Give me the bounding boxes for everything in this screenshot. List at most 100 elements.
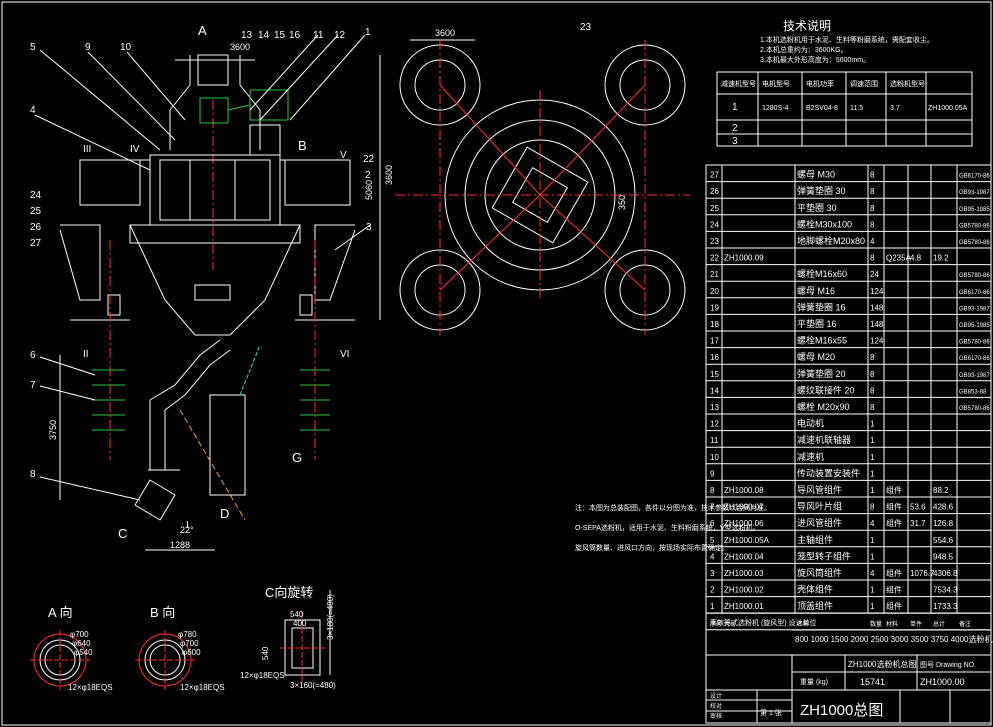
- callout-25: 25: [30, 206, 42, 217]
- view-b-dim-3: φ600: [182, 648, 201, 657]
- bom-cell-std: GB6170-86: [959, 356, 990, 362]
- bom-cell-qty: 1: [870, 453, 875, 462]
- mark-iv: IV: [130, 144, 140, 155]
- bom-cell-w1: 4.8: [910, 254, 922, 263]
- title-weight: 15741: [860, 677, 885, 687]
- dimension-texts: 3600 5060 3600 3750 1288 3600 350 22°: [48, 28, 627, 550]
- title-company: 高效笼式选粉机 (旋风型) 设计单位: [710, 618, 817, 627]
- bom-cell-no: 2: [710, 586, 715, 595]
- callout-numbers: 1 2 3 4 5 6 7 8 9 10 11 12 13 14 15 16 2…: [30, 22, 592, 480]
- note-line-3: 旋风筒数量、进风口方向，按现场实际布置确定。: [575, 543, 729, 552]
- bom-cell-no: 5: [710, 536, 715, 545]
- view-c-dim-4: 3×180(=480): [326, 594, 335, 640]
- callout-14: 14: [258, 30, 270, 41]
- bom-cell-std: GB93-1987: [959, 190, 990, 196]
- bom-cell-mat: 组件: [886, 502, 902, 512]
- bom-header-cell: 序号: [710, 620, 722, 628]
- bom-cell-name: 减速机联轴器: [797, 434, 851, 445]
- bom-cell-qty: 1: [870, 552, 875, 561]
- bom-cell-qty: 124: [870, 287, 884, 296]
- bom-cell-code: ZH1000.05A: [724, 536, 770, 545]
- bom-cell-name: 螺母 M16: [797, 286, 835, 296]
- bom-cell-name: 导风叶片组: [797, 501, 842, 512]
- bom-cell-qty: 148: [870, 320, 884, 329]
- bom-cell-name: 平垫圈 30: [797, 202, 837, 213]
- bom-header-cell: 材料: [886, 620, 898, 628]
- motor-row-1-c3: 11.5: [850, 105, 863, 112]
- bom-cell-name: 进风管组件: [797, 517, 842, 528]
- bom-cell-w2: 88.2: [933, 486, 949, 495]
- bom-cell-mat: 组件: [886, 568, 902, 578]
- bom-cell-no: 4: [710, 552, 715, 561]
- motor-row-1-c5: ZH1000.05A: [928, 105, 968, 112]
- bom-cell-w1: 53.6: [910, 503, 926, 512]
- bom-cell-qty: 8: [870, 254, 875, 263]
- callout-22: 22: [363, 154, 375, 165]
- bom-cell-no: 10: [710, 453, 719, 462]
- bom-cell-code: ZH1000.03: [724, 569, 764, 578]
- bom-header-cell: 数量: [870, 620, 882, 628]
- callout-3: 3: [366, 222, 372, 233]
- view-a-drawing: [30, 630, 90, 690]
- bom-cell-name: 壳体组件: [797, 584, 833, 595]
- bom-cell-w2: 19.2: [933, 254, 949, 263]
- dim-height-side: 3600: [384, 165, 394, 185]
- bom-cell-w2: 126.8: [933, 519, 954, 528]
- sign-row-2: 校对: [710, 702, 722, 710]
- callout-5: 5: [30, 42, 36, 53]
- bom-cell-qty: 124: [870, 337, 884, 346]
- callout-26: 26: [30, 222, 42, 233]
- bom-cell-name: 螺栓 M20x90: [797, 401, 850, 412]
- bom-cell-no: 18: [710, 320, 719, 329]
- bom-cell-no: 13: [710, 403, 719, 412]
- bom-cell-qty: 8: [870, 386, 875, 395]
- bom-cell-qty: 8: [870, 353, 875, 362]
- bom-cell-no: 26: [710, 187, 719, 196]
- bom-cell-qty: 4: [870, 237, 875, 246]
- view-c-dim-2: 400: [293, 619, 307, 628]
- callout-24: 24: [30, 190, 42, 201]
- bom-cell-std: GB5780-86: [959, 240, 990, 246]
- callout-11: 11: [313, 30, 324, 41]
- bom-cell-no: 12: [710, 420, 719, 429]
- bom-cell-code: ZH1000.06: [724, 519, 764, 528]
- callout-8: 8: [30, 469, 36, 480]
- view-arrow-b: B: [298, 138, 307, 153]
- bom-cell-qty: 8: [870, 503, 875, 512]
- bom-cell-w1: 31.7: [910, 519, 926, 528]
- tech-notes-title: 技术说明: [783, 18, 831, 33]
- bom-cell-w2: 1733.3: [933, 602, 958, 611]
- bom-cell-name: 螺纹联接件 20: [797, 384, 855, 395]
- bom-cell-qty: 8: [870, 370, 875, 379]
- bom-cell-std: GB6170-86: [959, 174, 990, 180]
- note-line-1: 注：本图为总装配图，各件以分图为准，技术参数以合同为准。: [575, 503, 771, 512]
- title-big: ZH1000总图: [800, 702, 883, 719]
- callout-9: 9: [85, 42, 91, 53]
- mark-i: I: [186, 520, 189, 531]
- bom-cell-no: 11: [710, 436, 719, 445]
- bom-cell-qty: 8: [870, 220, 875, 229]
- motor-row-1-c1: 1280S-4: [762, 105, 789, 112]
- view-a-dimensions: φ700 φ640 φ540 12×φ18EQS: [68, 630, 113, 692]
- view-labels: A B C D G A 向 B 向 C向旋转: [48, 23, 313, 620]
- bom-cell-mat: 组件: [886, 485, 902, 495]
- title-code: ZH1000.00: [920, 677, 965, 687]
- bom-cell-name: 弹簧垫圈 16: [797, 301, 846, 312]
- bom-cell-no: 7: [710, 503, 715, 512]
- bom-header-cell: 单件: [910, 620, 922, 628]
- bom-cell-no: 1: [710, 602, 715, 611]
- bom-cell-name: 螺栓M16x60: [797, 268, 847, 279]
- bom-cell-std: GB5780-86: [959, 340, 990, 346]
- tech-notes: 技术说明 1.本机选粉机用于水泥、生料等粉磨系统，需配套收尘。 2.本机总重约为…: [760, 18, 934, 64]
- callout-15: 15: [274, 30, 286, 41]
- bom-cell-no: 15: [710, 370, 719, 379]
- bom-cell-code: ZH1000.04: [724, 552, 764, 561]
- bom-cell-no: 14: [710, 386, 719, 395]
- sign-row-1: 设计: [710, 692, 722, 700]
- view-b-dim-4: 12×φ18EQS: [180, 683, 225, 692]
- bom-cell-name: 主轴组件: [797, 534, 833, 545]
- bom-cell-w2: 428.6: [933, 503, 954, 512]
- bom-cell-qty: 1: [870, 602, 875, 611]
- bom-cell-qty: 1: [870, 586, 875, 595]
- bom-cell-w1: 1076.7: [910, 569, 935, 578]
